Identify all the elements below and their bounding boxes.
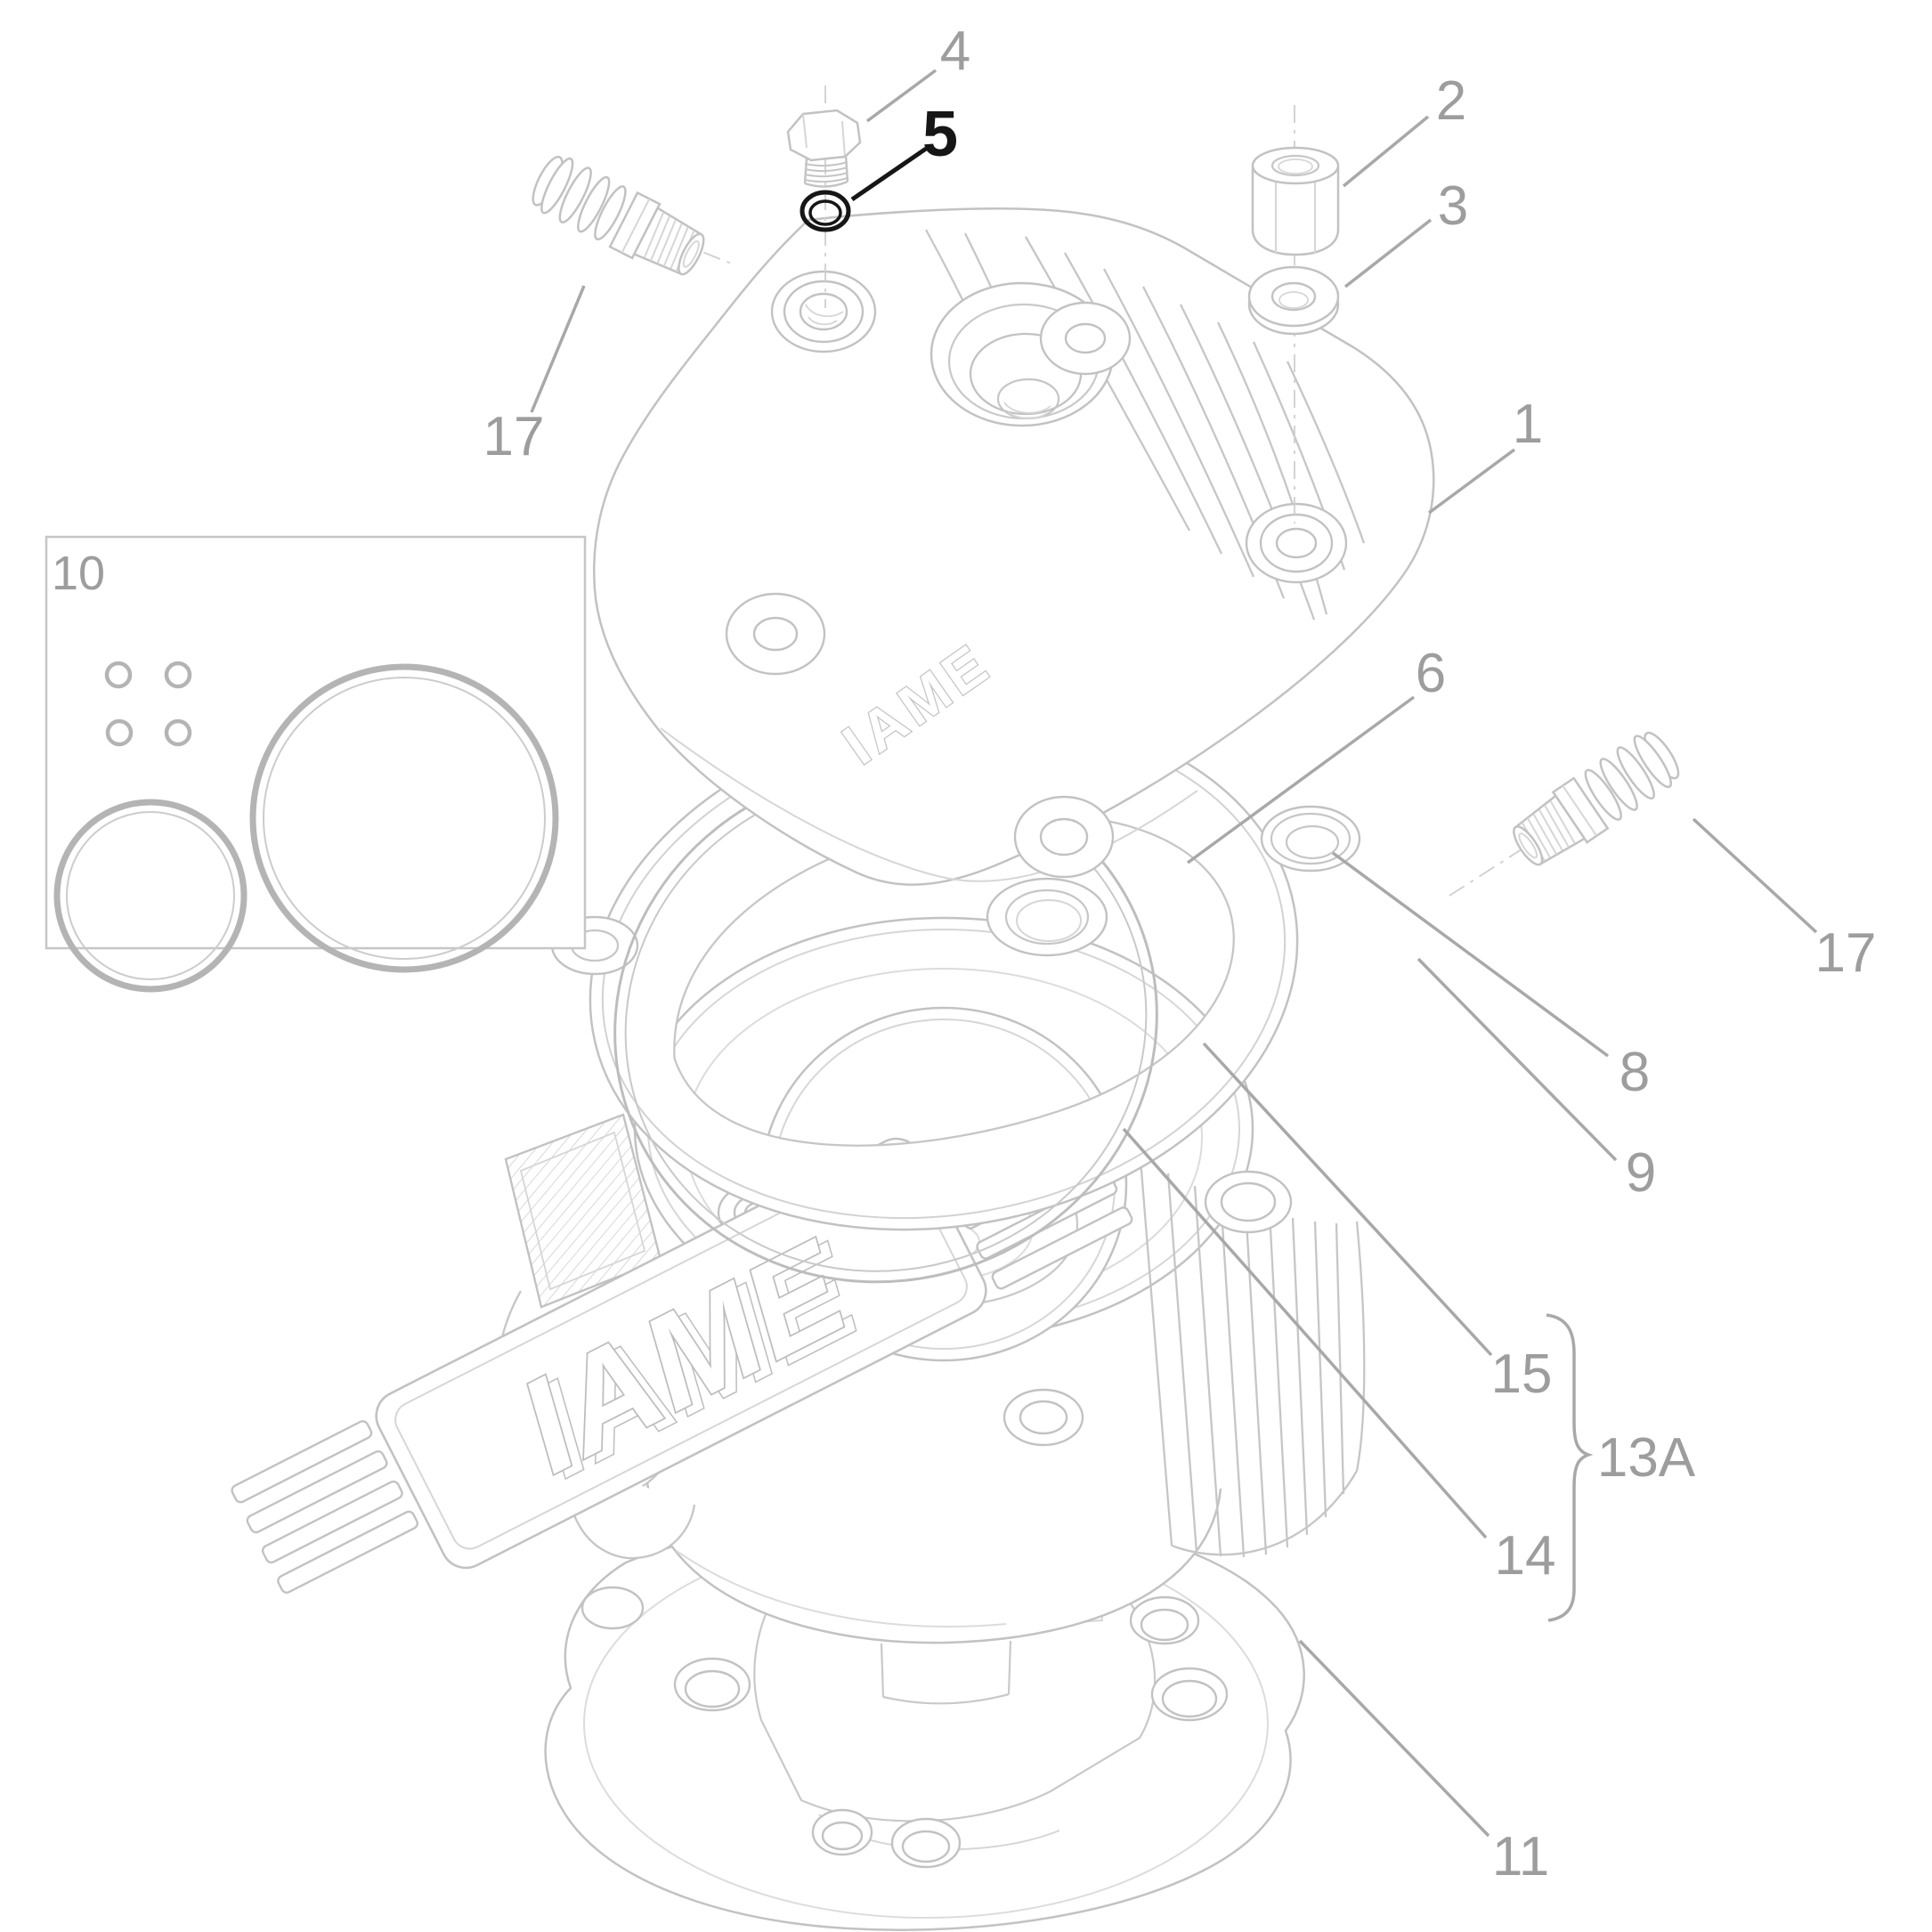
callout-14: 14: [1494, 1525, 1556, 1587]
callout-9: 9: [1625, 1142, 1657, 1204]
callout-3: 3: [1437, 175, 1469, 237]
callout-10: 10: [51, 547, 106, 600]
callout-5-highlighted: 5: [921, 99, 959, 170]
callout-6: 6: [1415, 643, 1447, 704]
leader-lines: [530, 69, 1818, 1838]
oring-kit-box: [45, 535, 587, 993]
callout-4: 4: [939, 20, 971, 82]
callout-17-right: 17: [1814, 922, 1877, 984]
hose-fitting-left: [524, 149, 714, 287]
callout-15: 15: [1490, 1343, 1553, 1405]
hose-fitting-right: [1503, 724, 1687, 877]
brace-13a: [1546, 1313, 1594, 1622]
callout-2: 2: [1435, 70, 1467, 132]
callout-17-left: 17: [483, 406, 545, 467]
callout-13a: 13A: [1596, 1427, 1696, 1489]
plug-bolt: [786, 109, 862, 188]
callout-1: 1: [1512, 394, 1544, 455]
cylinder: IAME IAME: [231, 916, 1389, 1705]
callout-11: 11: [1491, 1826, 1550, 1887]
leader-line-5: [850, 146, 928, 202]
head-cover: IAME: [593, 207, 1435, 886]
hex-nut: [1251, 146, 1340, 256]
base-flange: [544, 1515, 1305, 1931]
highlighted-oring-5: [800, 190, 851, 232]
washer: [1247, 265, 1340, 336]
callout-8: 8: [1619, 1042, 1651, 1103]
